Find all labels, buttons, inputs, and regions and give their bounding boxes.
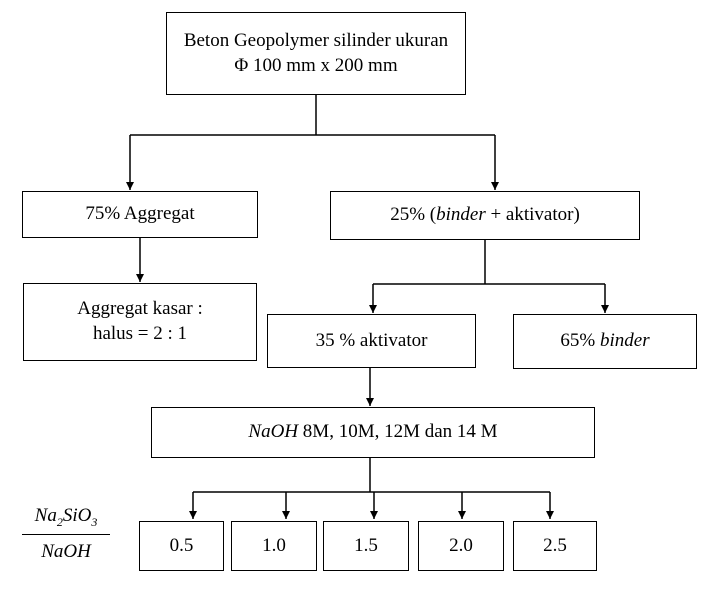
ratio-box-0-5: 0.5 [139, 521, 224, 571]
ratio-value: 1.0 [262, 534, 286, 556]
node-binder-activator-suffix: + aktivator) [485, 204, 580, 226]
ratio-box-1-0: 1.0 [231, 521, 317, 571]
node-aggregate-label: 75% Aggregat [85, 203, 195, 225]
node-binder: 65% binder [513, 314, 697, 369]
numerator-sub-3: 3 [91, 514, 98, 529]
ratio-value: 2.5 [543, 534, 567, 556]
node-aggregate-ratio-line1: Aggregat kasar : [77, 298, 203, 320]
node-naoh-suffix: 8M, 10M, 12M dan 14 M [298, 421, 498, 443]
node-naoh: NaOH 8M, 10M, 12M dan 14 M [151, 407, 595, 458]
ratio-fraction-denominator: NaOH [41, 540, 91, 562]
node-naoh-italic: NaOH [248, 421, 299, 443]
ratio-fraction-numerator: Na2SiO3 [20, 505, 112, 534]
node-binder-activator-prefix: 25% ( [390, 204, 437, 226]
ratio-box-2-5: 2.5 [513, 521, 597, 571]
node-aggregate-ratio-line2: halus = 2 : 1 [92, 323, 188, 344]
node-binder-label: 65% binder [560, 329, 649, 354]
ratio-box-1-5: 1.5 [323, 521, 409, 571]
node-activator: 35 % aktivator [267, 314, 476, 368]
numerator-sub-2: 2 [56, 514, 63, 529]
node-aggregate-ratio: Aggregat kasar : halus = 2 : 1 [23, 283, 257, 361]
node-binder-prefix: 65% [560, 330, 600, 352]
node-naoh-label: NaOH 8M, 10M, 12M dan 14 M [248, 420, 497, 445]
ratio-value: 0.5 [169, 534, 194, 556]
ratio-value: 1.5 [354, 534, 378, 556]
node-root: Beton Geopolymer silinder ukuran Φ 100 m… [166, 12, 466, 95]
node-binder-activator: 25% (binder + aktivator) [330, 191, 640, 240]
node-root-line2: Φ 100 mm x 200 mm [234, 54, 398, 76]
node-binder-italic: binder [599, 330, 650, 352]
node-aggregate: 75% Aggregat [22, 191, 258, 238]
ratio-fraction-label: Na2SiO3 NaOH [20, 505, 112, 563]
ratio-value: 2.0 [449, 534, 473, 556]
node-root-line1: Beton Geopolymer silinder ukuran [183, 29, 449, 51]
fraction-bar [22, 533, 110, 535]
node-binder-activator-italic: binder [436, 204, 486, 226]
node-activator-label: 35 % aktivator [315, 329, 428, 351]
ratio-box-2-0: 2.0 [418, 521, 504, 571]
numerator-sio: SiO [62, 505, 92, 526]
numerator-na: Na [34, 505, 57, 526]
node-binder-activator-label: 25% (binder + aktivator) [390, 203, 580, 228]
